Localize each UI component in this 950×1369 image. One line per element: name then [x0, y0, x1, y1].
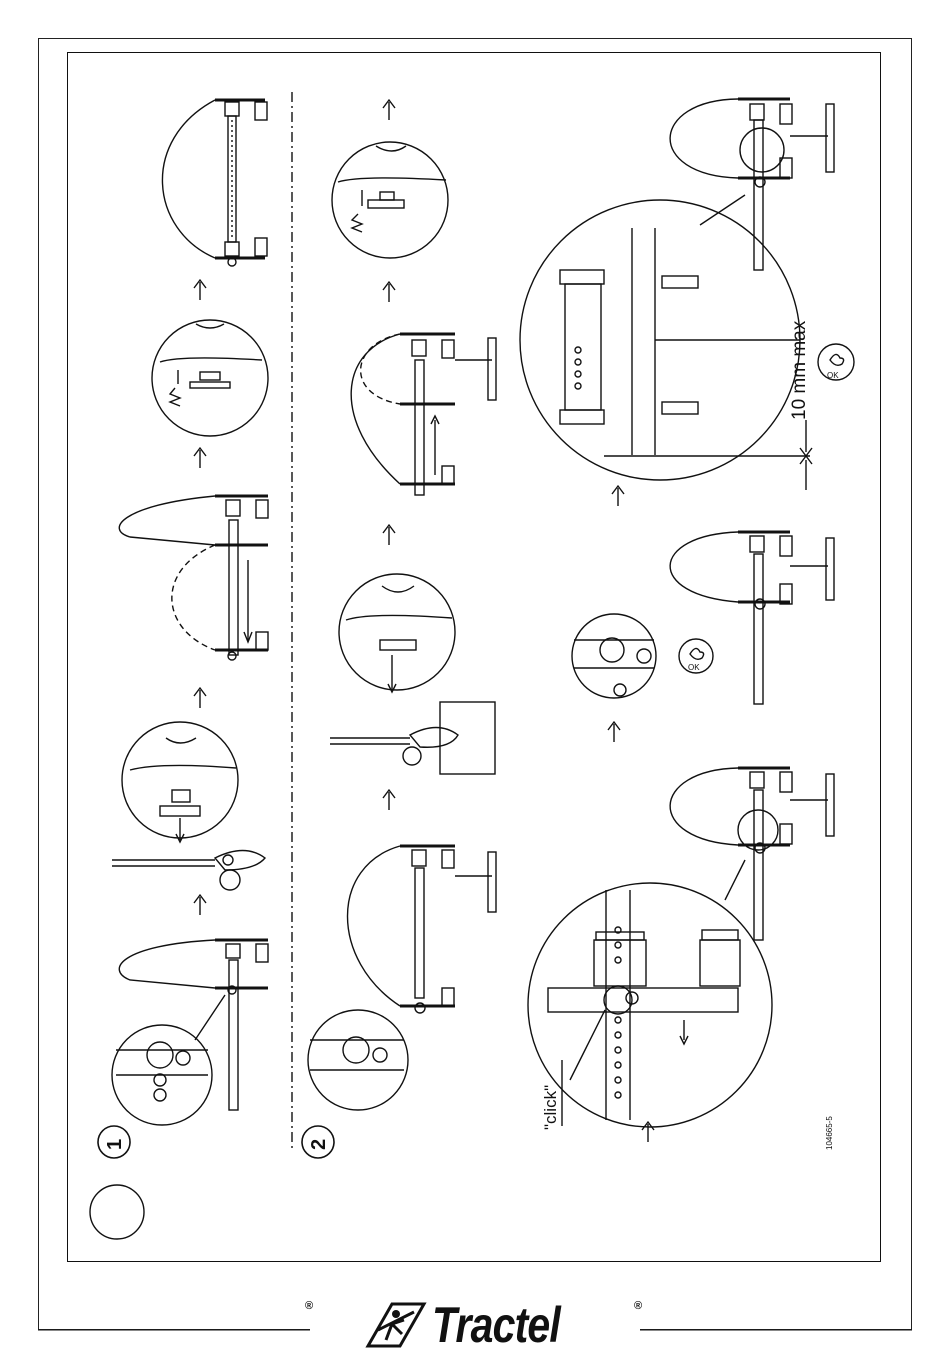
step-1-label: 1 [104, 1139, 126, 1150]
registered-mark-right: ® [634, 1300, 642, 1312]
tractel-logo-figure [362, 1300, 432, 1350]
panel2-assembly-b [308, 846, 496, 1110]
panel2-assembly-a [351, 334, 496, 545]
panel2-click-detail: "click" [528, 883, 772, 1142]
arrow-up-icon [194, 280, 206, 300]
click-label: "click" [541, 1085, 560, 1130]
panel2-detail-handle [330, 574, 495, 810]
brand-name: Tractel [432, 1296, 560, 1354]
svg-text:OK: OK [827, 371, 839, 380]
arrow-up-icon [383, 100, 395, 120]
svg-text:OK: OK [688, 663, 700, 672]
panel1-detail-circle-b [112, 722, 265, 890]
arrow-up-icon [383, 790, 395, 810]
panel2-clearance-detail: 10 mm max OK [520, 195, 854, 506]
arrow-up-icon [608, 722, 620, 742]
panel2-right-bottom-assembly [670, 768, 834, 940]
thumbs-up-ok-icon [690, 648, 704, 659]
arrow-up-icon [194, 895, 206, 915]
panel1-assembly-top [162, 100, 267, 266]
arrow-up-icon [194, 448, 206, 468]
panel1-detail-circle-a [152, 320, 268, 436]
panel2-right-top-assembly [670, 99, 834, 270]
arrow-up-icon [194, 688, 206, 708]
arrow-up-icon [642, 1122, 654, 1142]
reference-code: 104665-5 [825, 1116, 834, 1150]
step-2-label: 2 [308, 1139, 330, 1150]
panel1-assembly-strap [119, 496, 268, 660]
panel2-detail-top [332, 100, 448, 302]
panel1-assembly-bottom [112, 940, 268, 1125]
thumbs-up-ok-icon [830, 354, 844, 365]
blank-marker-circle [90, 1185, 144, 1239]
arrow-up-icon [612, 486, 624, 506]
arrow-up-icon [383, 282, 395, 302]
arrow-up-icon [383, 525, 395, 545]
tractel-logo: Tractel [310, 1295, 640, 1355]
clearance-label: 10 mm max [789, 320, 810, 420]
registered-mark-left: ® [305, 1300, 313, 1312]
panel2-right-mid-assembly: OK [572, 532, 834, 742]
